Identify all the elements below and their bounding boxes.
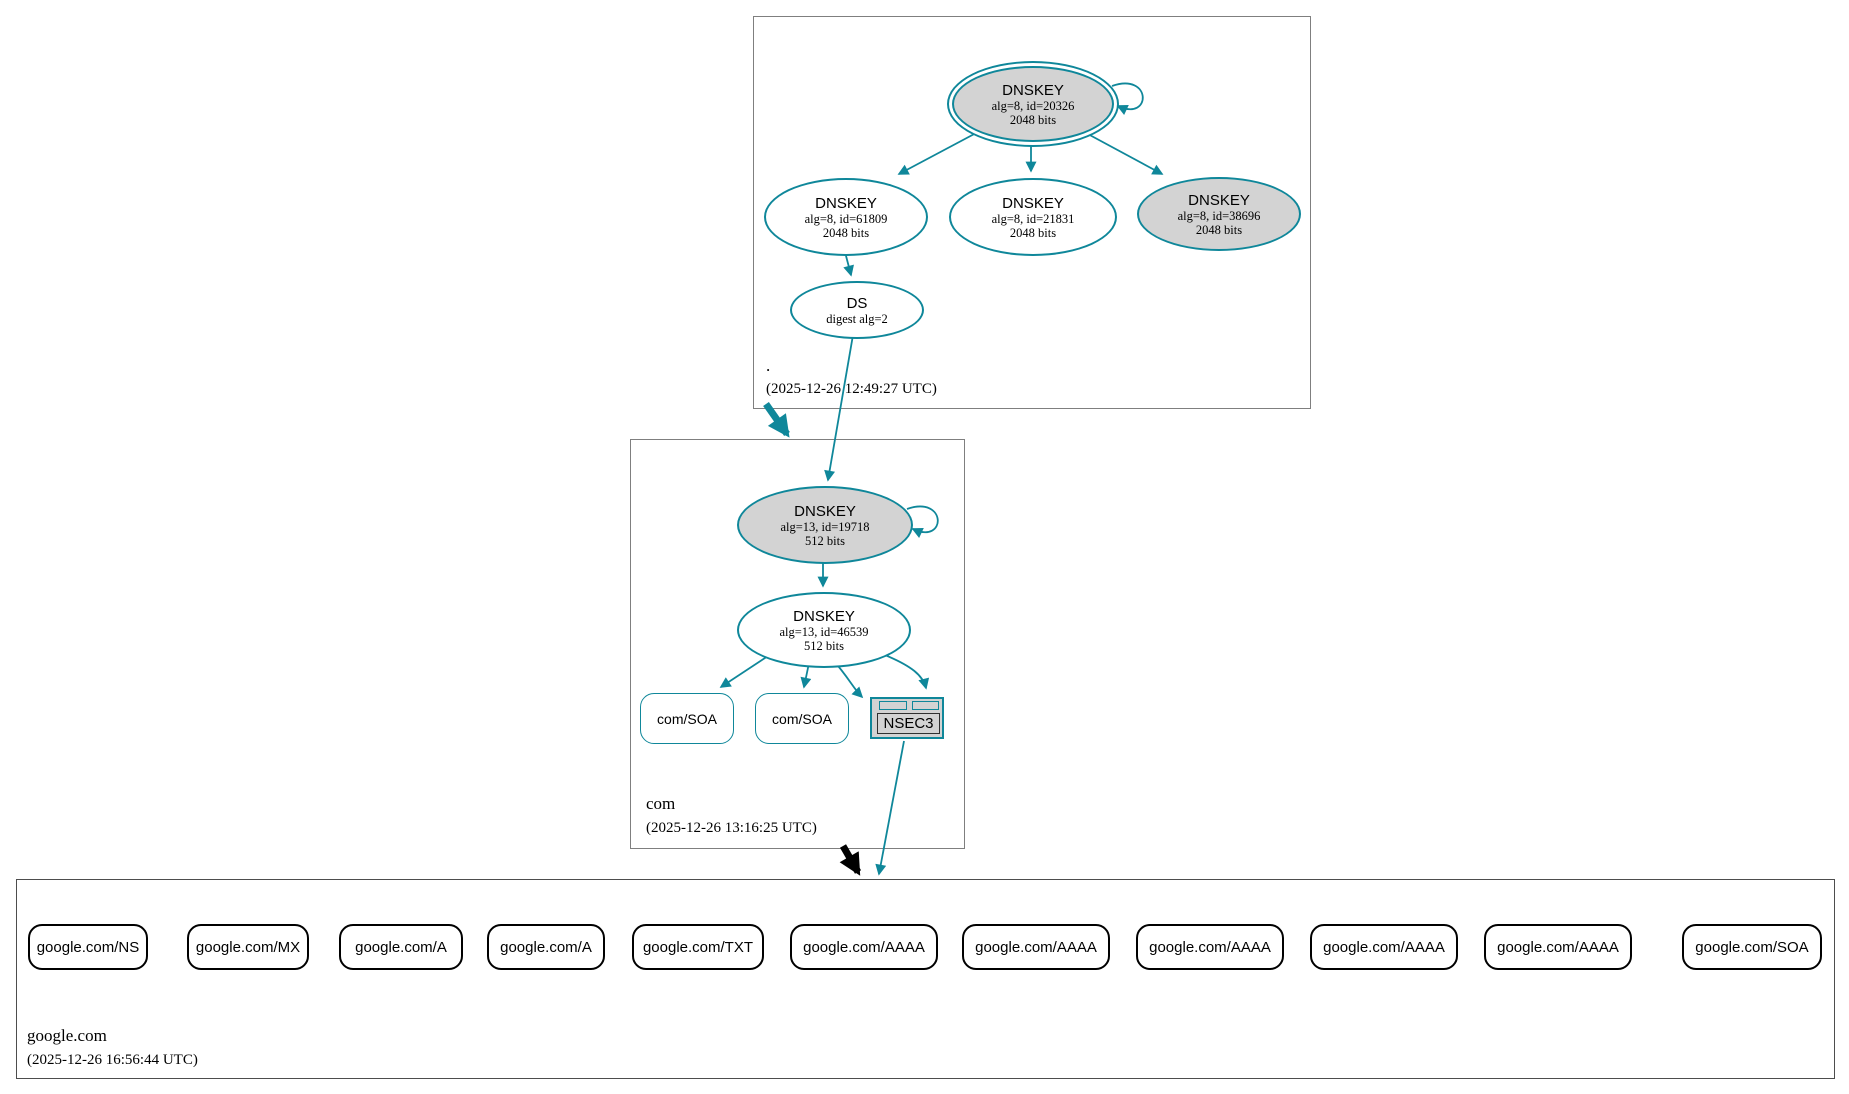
delegation-com-google — [839, 844, 862, 876]
dnskey-bits: 2048 bits — [1009, 225, 1057, 240]
edge-46539-soa1 — [719, 655, 769, 688]
dnskey-alg-id: alg=8, id=38696 — [1177, 208, 1261, 223]
edge-20326-38696 — [1085, 132, 1164, 175]
zone-timestamp-google: (2025-12-26 16:56:44 UTC) — [27, 1052, 198, 1068]
dnskey-title: DNSKEY — [1002, 194, 1064, 212]
rrset-node-google-aaaa-4[interactable]: google.com/AAAA — [1310, 924, 1458, 970]
rrset-node-google-txt[interactable]: google.com/TXT — [632, 924, 764, 970]
dnskey-node-61809[interactable]: DNSKEY alg=8, id=61809 2048 bits — [764, 178, 928, 256]
rrset-node-google-soa[interactable]: google.com/SOA — [1682, 924, 1822, 970]
dnskey-title: DNSKEY — [815, 194, 877, 212]
nsec3-record-cells — [879, 701, 939, 710]
dnskey-node-38696[interactable]: DNSKEY alg=8, id=38696 2048 bits — [1137, 177, 1301, 251]
zone-box-root — [753, 16, 1311, 409]
dnskey-node-20326[interactable]: DNSKEY alg=8, id=20326 2048 bits — [947, 61, 1119, 147]
edge-46539-nsec3-right — [879, 652, 930, 690]
dnskey-bits: 2048 bits — [1195, 222, 1243, 237]
nsec3-label: NSEC3 — [877, 713, 940, 734]
dnskey-title: DNSKEY — [1188, 191, 1250, 209]
dnskey-node-46539[interactable]: DNSKEY alg=13, id=46539 512 bits — [737, 592, 911, 668]
delegation-root-com — [763, 401, 790, 438]
dnskey-bits: 512 bits — [805, 533, 845, 548]
edge-20326-61809 — [897, 131, 979, 175]
selfloop-ksk-19718 — [906, 505, 939, 538]
zone-timestamp-com: (2025-12-26 13:16:25 UTC) — [646, 820, 817, 836]
rrset-node-google-aaaa-2[interactable]: google.com/AAAA — [962, 924, 1110, 970]
rrset-node-com-soa-1[interactable]: com/SOA — [640, 693, 734, 744]
dnskey-node-21831[interactable]: DNSKEY alg=8, id=21831 2048 bits — [949, 178, 1117, 256]
zone-timestamp-root: (2025-12-26 12:49:27 UTC) — [766, 381, 937, 397]
dnskey-alg-id: alg=8, id=21831 — [991, 211, 1075, 226]
selfloop-ksk-20326 — [1111, 82, 1144, 115]
rrset-node-com-soa-2[interactable]: com/SOA — [755, 693, 849, 744]
rrset-node-google-a-2[interactable]: google.com/A — [487, 924, 605, 970]
dnskey-title: DNSKEY — [793, 607, 855, 625]
rrset-node-google-aaaa-1[interactable]: google.com/AAAA — [790, 924, 938, 970]
edge-ds-19718 — [824, 334, 854, 482]
ds-digest-alg: digest alg=2 — [826, 311, 888, 326]
rrset-node-google-a-1[interactable]: google.com/A — [339, 924, 463, 970]
dnskey-alg-id: alg=13, id=19718 — [780, 519, 870, 534]
dnskey-alg-id: alg=8, id=20326 — [991, 98, 1075, 113]
rrset-node-google-aaaa-3[interactable]: google.com/AAAA — [1136, 924, 1284, 970]
dnskey-bits: 512 bits — [804, 638, 844, 653]
dnskey-bits: 2048 bits — [822, 225, 870, 240]
nsec3-node[interactable]: NSEC3 — [870, 697, 944, 739]
edge-nsec3-google — [875, 740, 905, 876]
dnskey-title: DNSKEY — [794, 502, 856, 520]
zone-box-com — [630, 439, 965, 849]
rrset-node-google-mx[interactable]: google.com/MX — [187, 924, 309, 970]
dnskey-alg-id: alg=13, id=46539 — [779, 624, 869, 639]
nsec3-record-cell — [911, 701, 939, 710]
nsec3-record-cell — [879, 701, 907, 710]
zone-name-google: google.com — [27, 1026, 107, 1045]
dnskey-node-19718[interactable]: DNSKEY alg=13, id=19718 512 bits — [737, 486, 913, 564]
dnskey-title: DNSKEY — [1002, 81, 1064, 99]
zone-box-google — [16, 879, 1835, 1079]
zone-name-com: com — [646, 794, 676, 813]
ds-title: DS — [846, 294, 868, 312]
rrset-node-google-aaaa-5[interactable]: google.com/AAAA — [1484, 924, 1632, 970]
dnskey-alg-id: alg=8, id=61809 — [804, 211, 888, 226]
ds-node[interactable]: DS digest alg=2 — [790, 281, 924, 339]
rrset-node-google-ns[interactable]: google.com/NS — [28, 924, 148, 970]
dnskey-bits: 2048 bits — [1009, 112, 1057, 127]
zone-name-root: . — [766, 356, 771, 375]
